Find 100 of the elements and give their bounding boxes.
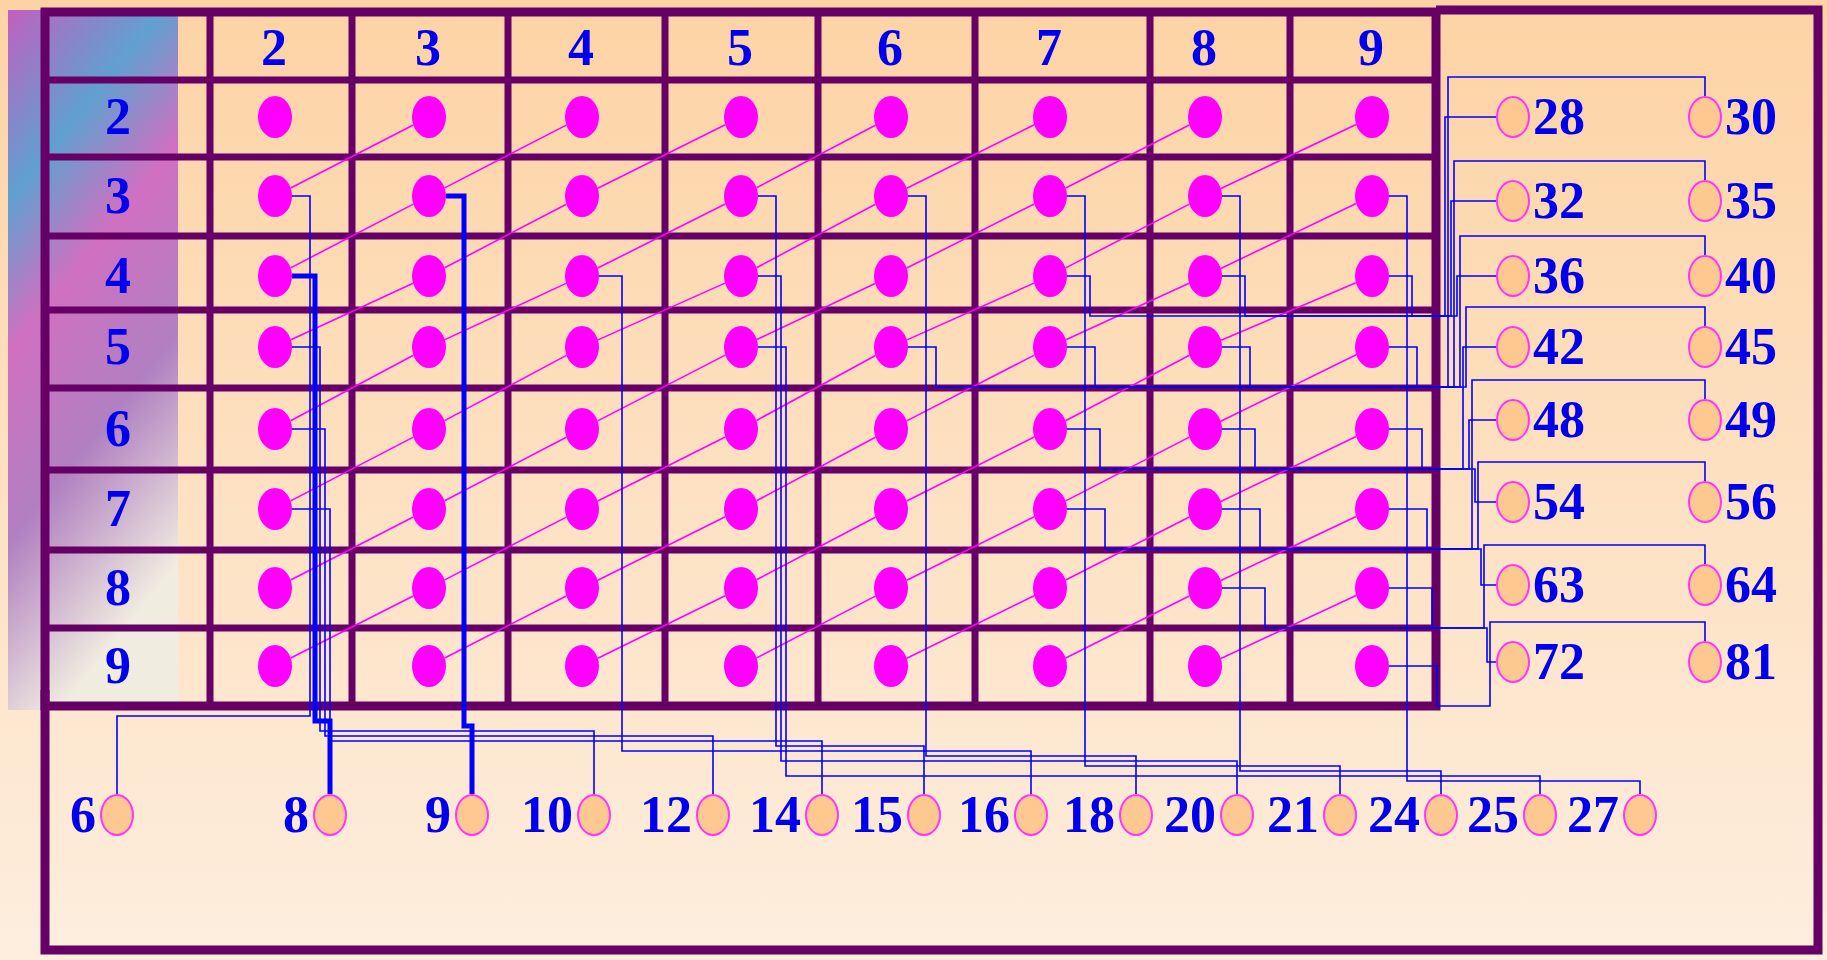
product-circle [455,794,489,836]
connecting-line [755,124,877,189]
connecting-line [755,436,877,502]
dot [412,567,446,609]
connecting-line [597,282,726,341]
product-number: 28 [1533,91,1585,143]
dot [1355,488,1389,530]
connecting-line [1065,282,1190,341]
connecting-line [755,516,877,581]
connecting-line [906,282,1035,341]
dot [874,408,908,450]
dot [412,255,446,297]
dot [724,408,758,450]
connecting-line [1064,516,1191,581]
product-number: 12 [640,789,692,841]
product-number: 9 [425,789,451,841]
product-circle [1688,326,1722,368]
product-circle [1688,96,1722,138]
leader-line [598,275,1032,795]
dot [565,326,599,368]
row-header: 3 [105,170,131,222]
connecting-line [596,354,727,422]
product-circle [1496,255,1530,297]
product-circle [1496,326,1530,368]
dot [874,645,908,687]
dot [258,488,292,530]
dot [1033,96,1067,138]
leader-line [757,346,1541,795]
product-number: 16 [958,789,1010,841]
product-circle [907,794,941,836]
connecting-line [1220,282,1357,341]
leader-line [1066,116,1497,317]
leader-line [291,428,714,795]
dot [1355,96,1389,138]
connecting-line [443,595,568,659]
dot [1188,175,1222,217]
product-number: 42 [1533,321,1585,373]
connecting-line [905,354,1036,422]
dot [565,255,599,297]
leader-line [1388,275,1497,317]
product-circle [100,794,134,836]
product-circle [313,794,347,836]
connecting-line [289,124,415,189]
connecting-line [443,203,568,269]
leader-line [1388,428,1497,503]
dot [1033,175,1067,217]
product-number: 14 [749,789,801,841]
leader-line [1066,195,1341,795]
dot [874,567,908,609]
product-number: 35 [1725,175,1777,227]
product-circle [1688,641,1722,683]
dot [1355,645,1389,687]
product-circle [1496,564,1530,606]
column-header: 6 [877,22,903,74]
dot [1355,326,1389,368]
connecting-line [755,595,877,659]
dot [724,488,758,530]
product-circle [805,794,839,836]
connecting-line [1064,124,1191,189]
dot [258,96,292,138]
dot [1188,567,1222,609]
dot [1188,488,1222,530]
product-number: 10 [521,789,573,841]
connecting-line [1064,203,1191,269]
connecting-line [1064,354,1191,422]
leader-line [292,273,333,794]
connecting-line [289,436,415,502]
product-number: 56 [1725,476,1777,528]
dot [1033,567,1067,609]
dot [1188,645,1222,687]
dot [412,408,446,450]
product-circle [1688,399,1722,441]
product-circle [1424,794,1458,836]
leader-line [1221,235,1706,388]
product-number: 21 [1267,789,1319,841]
dot [412,488,446,530]
dot [258,408,292,450]
product-number: 36 [1533,250,1585,302]
dot [874,326,908,368]
connecting-line [1064,436,1191,502]
dot [565,488,599,530]
product-number: 27 [1567,789,1619,841]
column-header: 5 [727,22,753,74]
dot [412,645,446,687]
dot [724,645,758,687]
column-header: 3 [415,22,441,74]
product-circle [1496,481,1530,523]
connecting-line [289,516,415,581]
dot [412,175,446,217]
product-circle [1496,180,1530,222]
dot [874,488,908,530]
connecting-line [443,516,568,581]
dot [1355,255,1389,297]
product-number: 25 [1467,789,1519,841]
dot [1033,645,1067,687]
column-header: 8 [1191,22,1217,74]
product-number: 40 [1725,250,1777,302]
product-number: 81 [1725,636,1777,688]
connecting-line [755,354,877,422]
dot [565,567,599,609]
